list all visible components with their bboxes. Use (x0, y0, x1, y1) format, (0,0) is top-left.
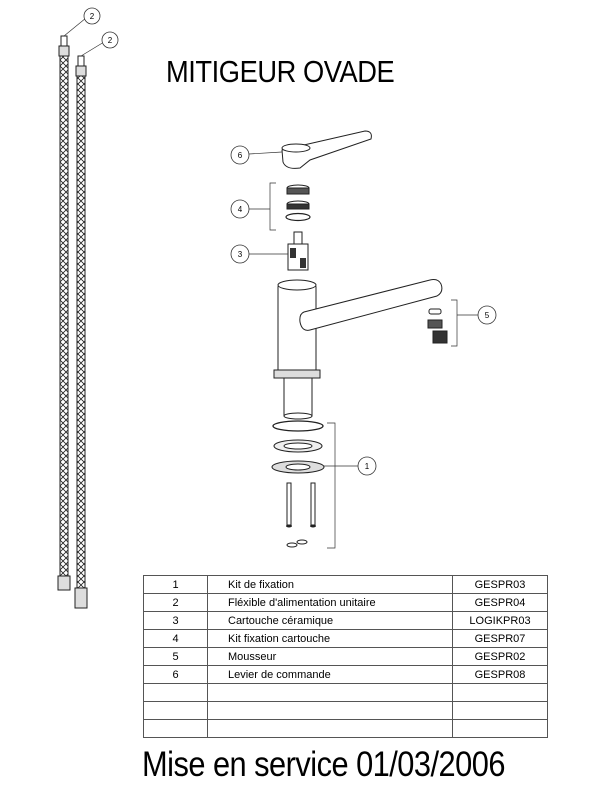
part-reference-cell (452, 719, 548, 738)
faucet-body (273, 279, 443, 420)
part-description-cell: Kit de fixation (207, 575, 453, 594)
callout-1-label: 1 (365, 462, 370, 471)
callout-3-label: 3 (238, 250, 243, 259)
part-number-cell: 4 (143, 629, 208, 648)
table-row (143, 719, 548, 738)
part-reference-cell: GESPR02 (452, 647, 548, 666)
fixing-kit (271, 420, 325, 548)
part-reference-cell: GESPR07 (452, 629, 548, 648)
part-number-cell (143, 719, 208, 738)
table-row (143, 701, 548, 720)
callout-4-label: 4 (238, 205, 243, 214)
part-number-cell (143, 683, 208, 702)
part-description-cell: Fléxible d'alimentation unitaire (207, 593, 453, 612)
flexible-hose-left (57, 35, 71, 591)
callout-5-label: 5 (485, 311, 490, 320)
callout-3 (230, 244, 250, 264)
callout-2a (83, 7, 101, 25)
callout-2b-label: 2 (108, 36, 113, 45)
part-description-cell: Levier de commande (207, 665, 453, 684)
control-lever (281, 130, 372, 169)
callout-2a-label: 2 (90, 12, 95, 21)
part-number-cell: 6 (143, 665, 208, 684)
cartridge-fixing-kit (285, 184, 311, 222)
ceramic-cartridge (287, 231, 309, 271)
callout-5 (477, 305, 497, 325)
callout-4 (230, 199, 250, 219)
callout-6-label: 6 (238, 151, 243, 160)
part-description-cell: Kit fixation cartouche (207, 629, 453, 648)
part-number-cell: 1 (143, 575, 208, 594)
callout-6 (230, 145, 250, 165)
part-description-cell: Cartouche céramique (207, 611, 453, 630)
document-title: MITIGEUR OVADE (166, 54, 395, 89)
aerator (427, 308, 448, 344)
part-reference-cell: GESPR03 (452, 575, 548, 594)
part-description-cell (207, 719, 453, 738)
part-number-cell (143, 701, 208, 720)
part-number-cell: 3 (143, 611, 208, 630)
part-reference-cell: GESPR04 (452, 593, 548, 612)
part-number-cell: 2 (143, 593, 208, 612)
part-description-cell (207, 701, 453, 720)
flexible-hose-right (74, 55, 88, 609)
commissioning-date: Mise en service 01/03/2006 (142, 745, 505, 784)
part-reference-cell (452, 683, 548, 702)
part-reference-cell: GESPR08 (452, 665, 548, 684)
part-description-cell (207, 683, 453, 702)
table-row (143, 683, 548, 702)
callout-1 (357, 456, 377, 476)
part-description-cell: Mousseur (207, 647, 453, 666)
part-reference-cell (452, 701, 548, 720)
part-reference-cell: LOGIKPR03 (452, 611, 548, 630)
part-number-cell: 5 (143, 647, 208, 666)
callout-2b (101, 31, 119, 49)
